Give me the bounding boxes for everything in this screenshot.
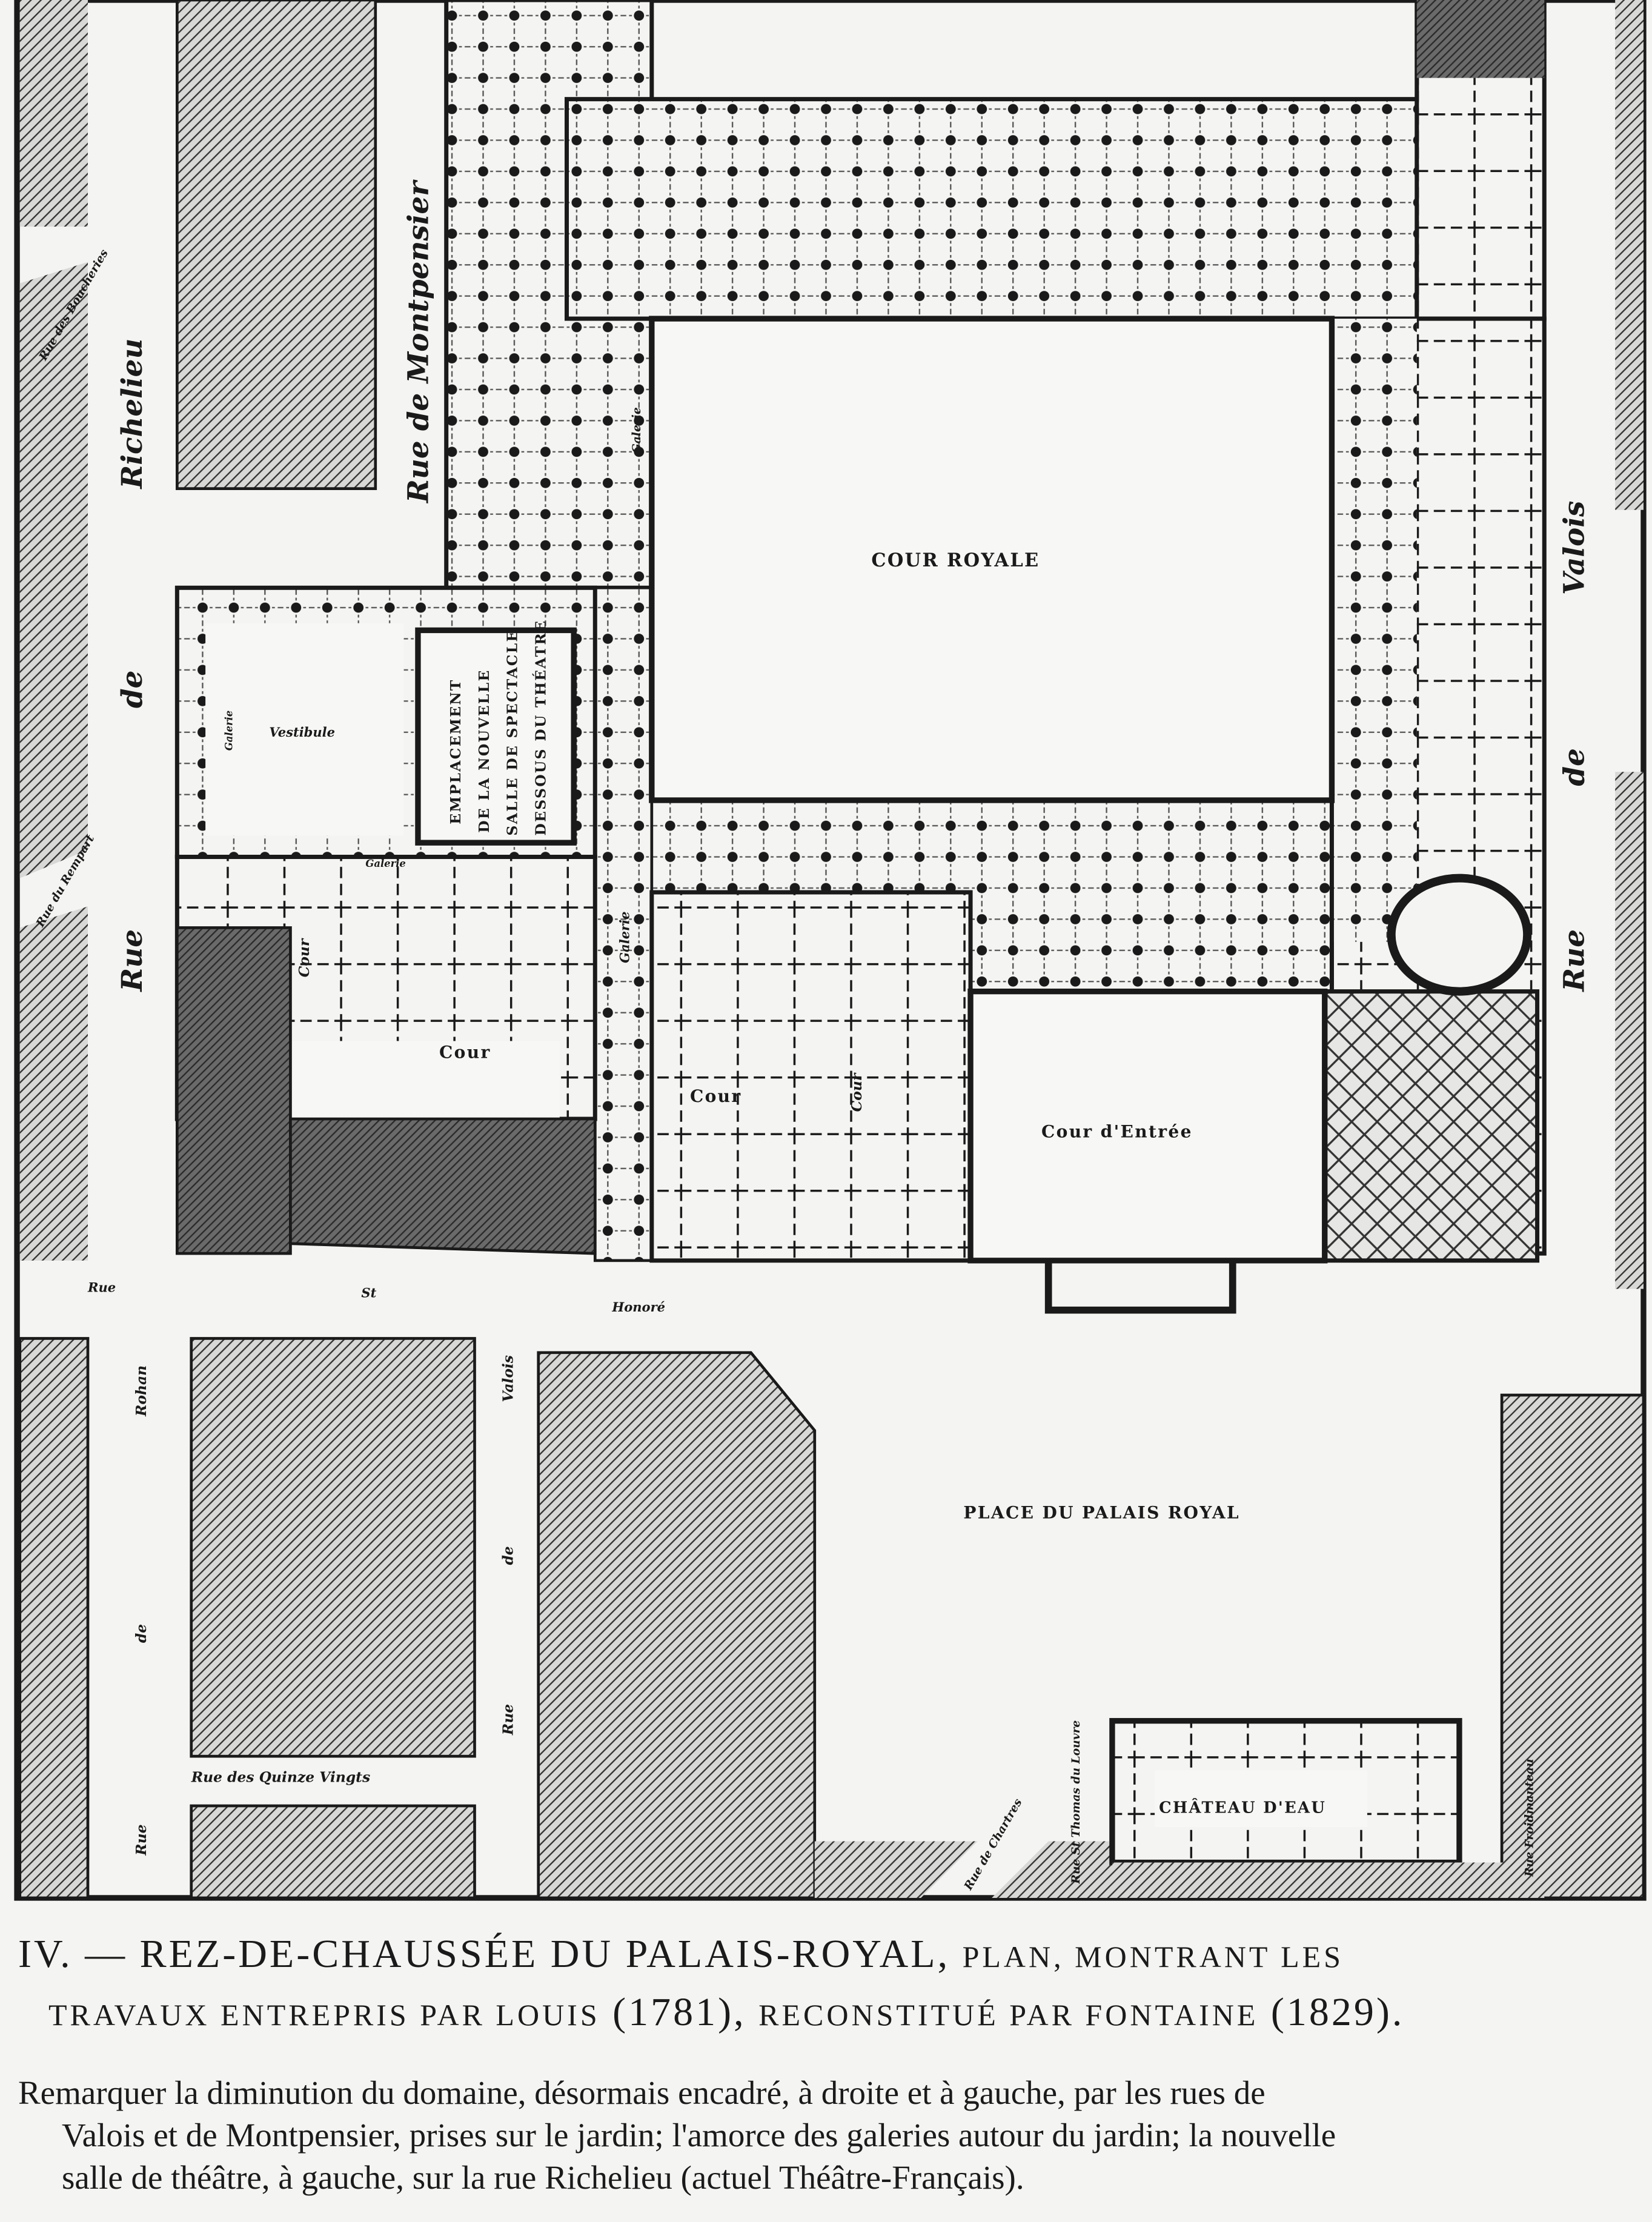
theatre-block (174, 585, 597, 1255)
caption-year-1: (1781), (612, 1990, 746, 2034)
street-st-thomas: Rue St Thomas du Louvre (1069, 1720, 1083, 1885)
caption-year-2: (1829). (1270, 1990, 1405, 2034)
caption-remark-1: Remarquer la diminution du domaine, déso… (18, 2074, 1266, 2111)
street-valois-1: Rue (1558, 929, 1591, 993)
caption-title-line-2: TRAVAUX ENTREPRIS PAR LOUIS (1781), RECO… (18, 1985, 1642, 2043)
theatre-line: DESSOUS DU THÉATRE (531, 620, 549, 836)
label-cour-entree: Cour d'Entrée (1041, 1121, 1193, 1141)
street-montpensier: Rue de Montpensier (402, 179, 435, 504)
label-galerie-1: Galerie (365, 858, 405, 869)
label-cour-royale: COUR ROYALE (871, 549, 1040, 571)
label-vestibule: Vestibule (269, 725, 335, 740)
label-cour-small2: Cour (848, 1072, 865, 1112)
street-st-honore-2: St (361, 1285, 376, 1301)
label-theatre: EMPLACEMENT DE LA NOUVELLE SALLE DE SPEC… (447, 620, 549, 836)
east-strip-low (1500, 1393, 1645, 1900)
east-strip-mid (1615, 772, 1644, 1289)
street-st-honore-1: Rue (87, 1279, 116, 1295)
palais-royal-plan: COUR ROYALE Cour d'Entrée Cour Cour Cour… (14, 0, 1647, 1901)
street-richelieu-1: Rue (116, 929, 149, 993)
street-valois-2: de (1558, 748, 1591, 786)
block-richelieu-montpensier (176, 0, 377, 490)
caption-number: IV. — (18, 1932, 128, 1976)
street-rohan-1: Rue (133, 1825, 150, 1856)
caption-subtitle-2b: RECONSTITUÉ PAR FONTAINE (758, 1998, 1259, 2032)
east-strip-top (1615, 0, 1644, 510)
street-valois-lower-3: Valois (500, 1355, 517, 1402)
street-quinze-vingts: Rue des Quinze Vingts (191, 1768, 370, 1785)
caption-remark: Remarquer la diminution du domaine, déso… (18, 2072, 1642, 2199)
label-galerie-2: Galerie (617, 911, 632, 963)
caption-remark-2: Valois et de Montpensier, prises sur le … (62, 2117, 1336, 2154)
cour-entree-area (967, 988, 1328, 1264)
street-richelieu-2: de (116, 671, 149, 708)
label-chateau-eau: CHÂTEAU D'EAU (1159, 1798, 1326, 1817)
street-froidmanteau: Rue Froidmanteau (1523, 1759, 1536, 1877)
label-place-palais-royal: PLACE DU PALAIS ROYAL (963, 1502, 1240, 1522)
label-galerie-4: Galerie (224, 711, 235, 751)
label-cour-middle: Cour (690, 1086, 742, 1106)
street-valois-lower-2: de (500, 1546, 517, 1565)
street-richelieu-3: Richelieu (116, 339, 149, 490)
label-cour-left: Cour (439, 1043, 491, 1063)
street-rohan-2: de (133, 1624, 150, 1643)
street-st-honore-3: Honoré (611, 1299, 665, 1315)
street-valois-lower-1: Rue (500, 1704, 517, 1736)
theatre-line: DE LA NOUVELLE (476, 669, 493, 832)
caption-subtitle-1: PLAN, MONTRANT LES (962, 1940, 1344, 1974)
theatre-line: EMPLACEMENT (447, 678, 464, 824)
caption-remark-3: salle de théâtre, à gauche, sur la rue R… (62, 2159, 1024, 2196)
label-galerie-3: Galerie (630, 407, 643, 453)
caption-subtitle-2a: TRAVAUX ENTREPRIS PAR LOUIS (48, 1998, 600, 2032)
label-cour-small: Cour (296, 938, 313, 977)
cour-royale-area (649, 316, 1335, 803)
west-blocks (18, 0, 90, 1900)
entrance-portico (1044, 1260, 1236, 1314)
theatre-line: SALLE DE SPECTACLE (504, 629, 521, 835)
caption: IV. — REZ-DE-CHAUSSÉE DU PALAIS-ROYAL, P… (18, 1926, 1642, 2199)
south-blocks (190, 1337, 1545, 1900)
caption-title-line-1: IV. — REZ-DE-CHAUSSÉE DU PALAIS-ROYAL, P… (18, 1926, 1642, 1985)
caption-title: REZ-DE-CHAUSSÉE DU PALAIS-ROYAL, (139, 1932, 950, 1976)
street-rohan-3: Rohan (133, 1365, 150, 1417)
street-valois-3: Valois (1558, 501, 1591, 595)
